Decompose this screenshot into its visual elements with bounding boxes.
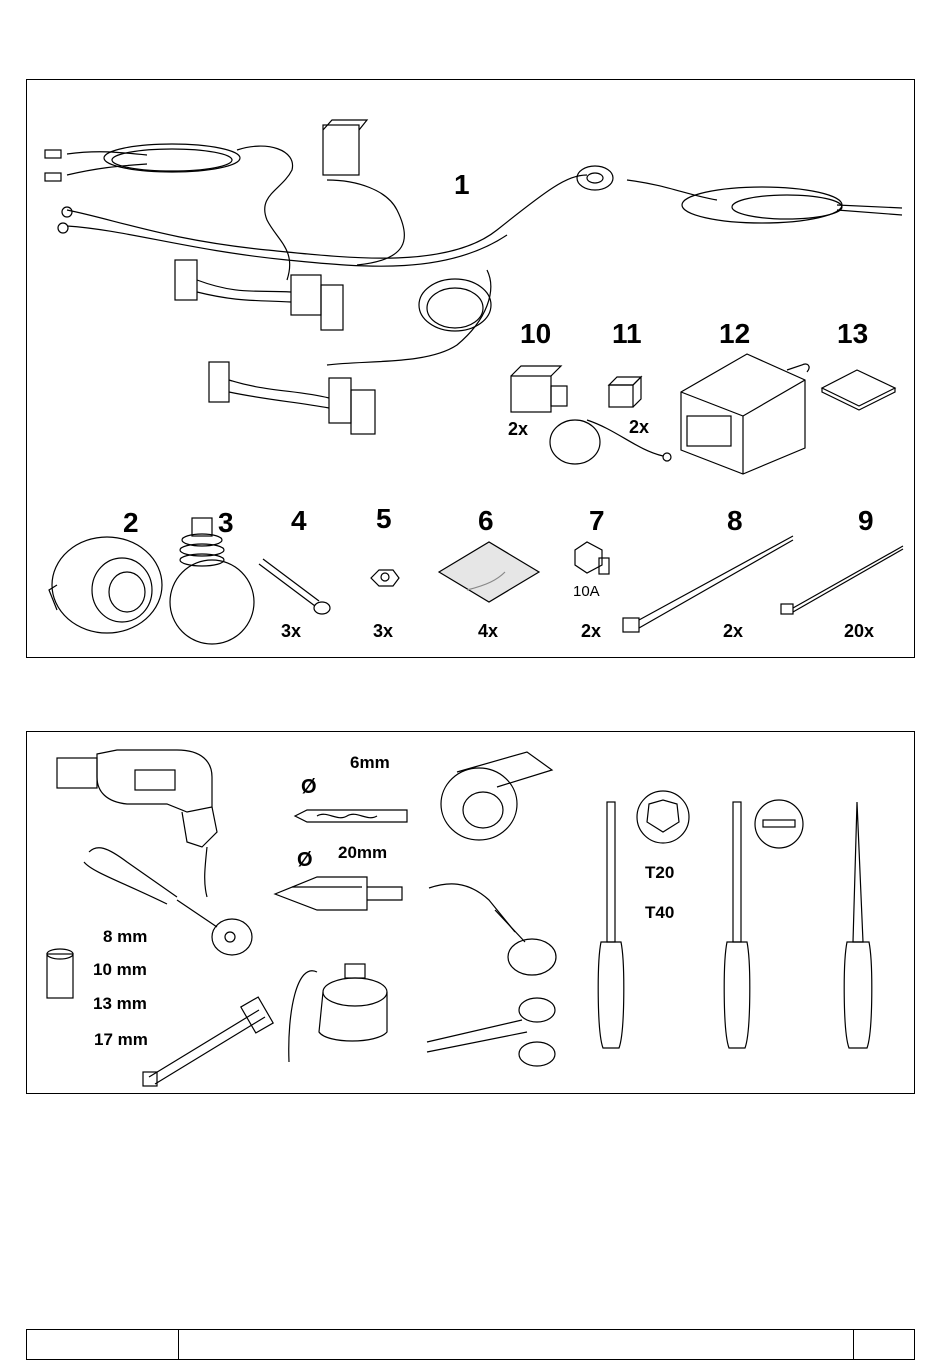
diameter-symbol-1: Ø [301, 777, 317, 797]
qty-item-6: 4x [478, 622, 498, 640]
connector-cap-icon [609, 377, 641, 407]
drill-bit-20mm-label: 20mm [338, 844, 387, 861]
socket-seal-icon [170, 518, 254, 644]
socket-size-13: 13 mm [93, 995, 147, 1012]
torx-t40-label: T40 [645, 904, 674, 921]
item-number-4: 4 [291, 507, 307, 535]
qty-item-7: 2x [581, 622, 601, 640]
item-number-12: 12 [719, 320, 750, 348]
tools-illustration [27, 732, 916, 1095]
item-number-13: 13 [837, 320, 868, 348]
flat-screwdriver-icon [724, 800, 803, 1048]
drill-bit-6mm-label: 6mm [350, 754, 390, 771]
step-drill-icon [275, 877, 402, 910]
drill-icon [57, 750, 217, 897]
item-number-3: 3 [218, 509, 234, 537]
fuse-rating-label: 10A [573, 584, 600, 599]
item-number-8: 8 [727, 507, 743, 535]
footer-cell-center [179, 1330, 854, 1359]
qty-item-10: 2x [508, 420, 528, 438]
item-number-9: 9 [858, 507, 874, 535]
bolt-icon [259, 559, 330, 614]
qty-item-4: 3x [281, 622, 301, 640]
parts-panel: 1 10 11 12 13 2 3 4 5 6 7 8 9 2x 2x 3x 3… [26, 79, 915, 658]
scissors-icon [427, 998, 555, 1066]
connector-icon [511, 366, 671, 464]
drill-bit-icon [295, 810, 407, 822]
item-number-1: 1 [454, 171, 470, 199]
socket-size-17: 17 mm [94, 1031, 148, 1048]
parts-illustration [27, 80, 916, 659]
item-number-6: 6 [478, 507, 494, 535]
control-module-icon [681, 354, 809, 474]
qty-item-5: 3x [373, 622, 393, 640]
footer-bar [26, 1329, 915, 1360]
socket-size-8: 8 mm [103, 928, 147, 945]
item-number-10: 10 [520, 320, 551, 348]
diameter-symbol-2: Ø [297, 850, 313, 870]
cable-tie-small-icon [781, 546, 903, 614]
fuse-icon [575, 542, 609, 574]
item-number-11: 11 [612, 320, 642, 348]
socket-size-10: 10 mm [93, 961, 147, 978]
footer-cell-left [27, 1330, 179, 1359]
tools-panel: 6mm Ø Ø 20mm 8 mm 10 mm 13 mm 17 mm T20 … [26, 731, 915, 1094]
qty-item-8: 2x [723, 622, 743, 640]
awl-icon [844, 802, 872, 1048]
footer-cell-right [854, 1330, 914, 1359]
extension-icon [143, 997, 273, 1086]
nut-icon [371, 570, 399, 586]
adhesive-pad-icon [439, 542, 539, 602]
socket-icon [49, 537, 162, 633]
wire-pull-icon [429, 884, 556, 975]
item-number-5: 5 [376, 505, 392, 533]
item-number-7: 7 [589, 507, 605, 535]
vacuum-icon [289, 964, 387, 1062]
wiring-harness-icon [45, 120, 902, 434]
pad-icon [822, 370, 895, 410]
item-number-2: 2 [123, 509, 139, 537]
torx-t20-label: T20 [645, 864, 674, 881]
qty-item-9: 20x [844, 622, 874, 640]
socket-icon [47, 949, 73, 998]
qty-item-11: 2x [629, 418, 649, 436]
cable-tie-large-icon [623, 536, 793, 632]
torx-screwdriver-icon [598, 791, 689, 1048]
tape-icon [441, 752, 552, 840]
